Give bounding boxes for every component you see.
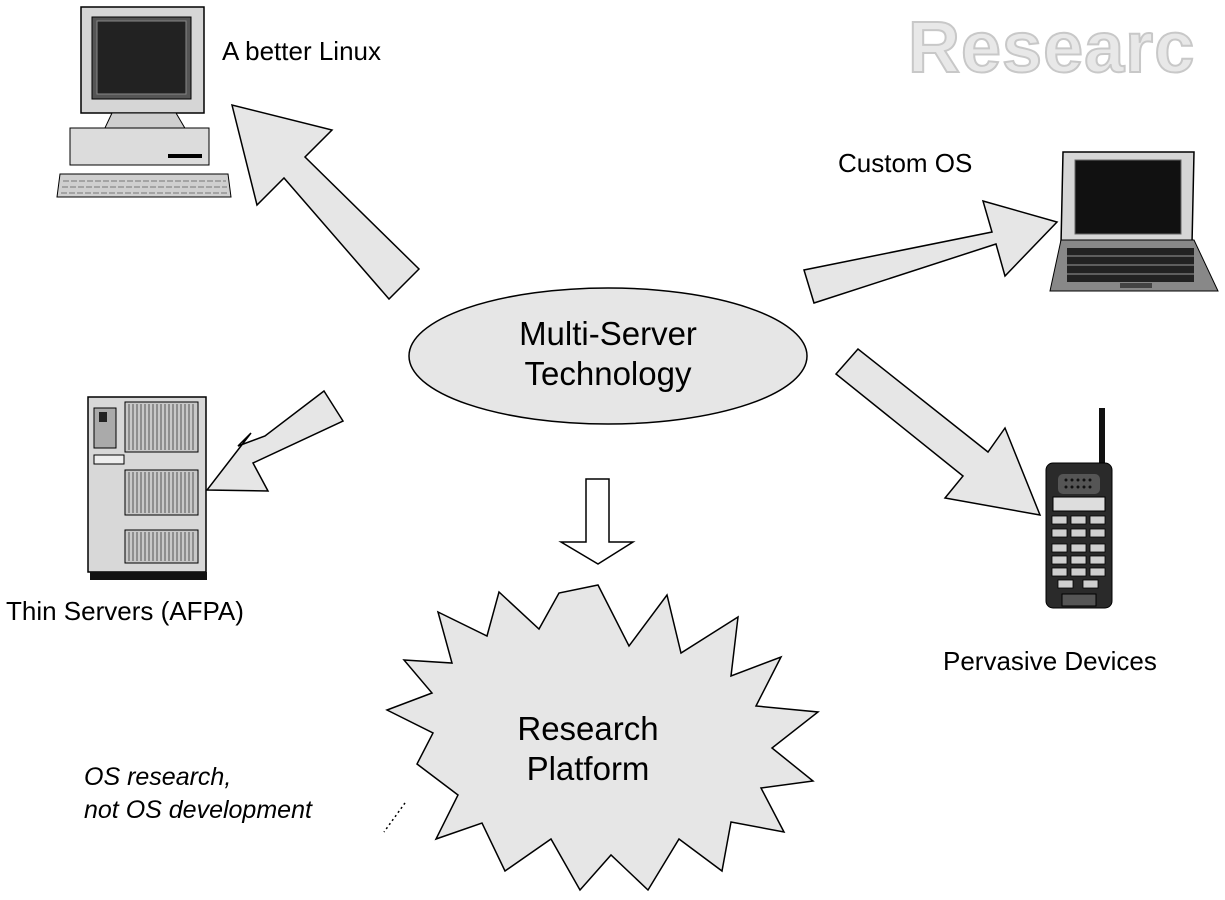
label-phone: Pervasive Devices — [943, 646, 1157, 676]
research-platform-burst — [385, 584, 820, 892]
platform-label-line2: Platform — [526, 750, 650, 787]
arrow-to-server — [205, 389, 345, 492]
note-text: OS research, not OS development — [84, 761, 312, 827]
note-line1: OS research, — [84, 763, 232, 791]
note-line2: not OS development — [84, 796, 312, 824]
arrow-to-platform — [558, 478, 636, 565]
arrow-to-laptop — [803, 199, 1059, 304]
label-server: Thin Servers (AFPA) — [6, 596, 244, 626]
watermark-title: Researc — [907, 7, 1196, 89]
center-label: Multi-Server Technology — [458, 314, 758, 394]
desktop-computer-icon — [56, 6, 232, 198]
label-desktop: A better Linux — [222, 36, 381, 66]
label-laptop: Custom OS — [838, 148, 973, 178]
laptop-icon — [1049, 151, 1219, 292]
arrow-to-phone — [834, 347, 1042, 516]
center-label-line2: Technology — [524, 355, 692, 392]
platform-label-line1: Research — [517, 710, 659, 747]
center-label-line1: Multi-Server — [519, 315, 697, 352]
note-connector — [383, 802, 406, 833]
center-ellipse — [408, 287, 808, 425]
server-tower-icon — [87, 396, 207, 580]
platform-label: Research Platform — [488, 709, 688, 789]
cordless-phone-icon — [1045, 408, 1113, 609]
arrow-to-desktop — [230, 103, 421, 301]
